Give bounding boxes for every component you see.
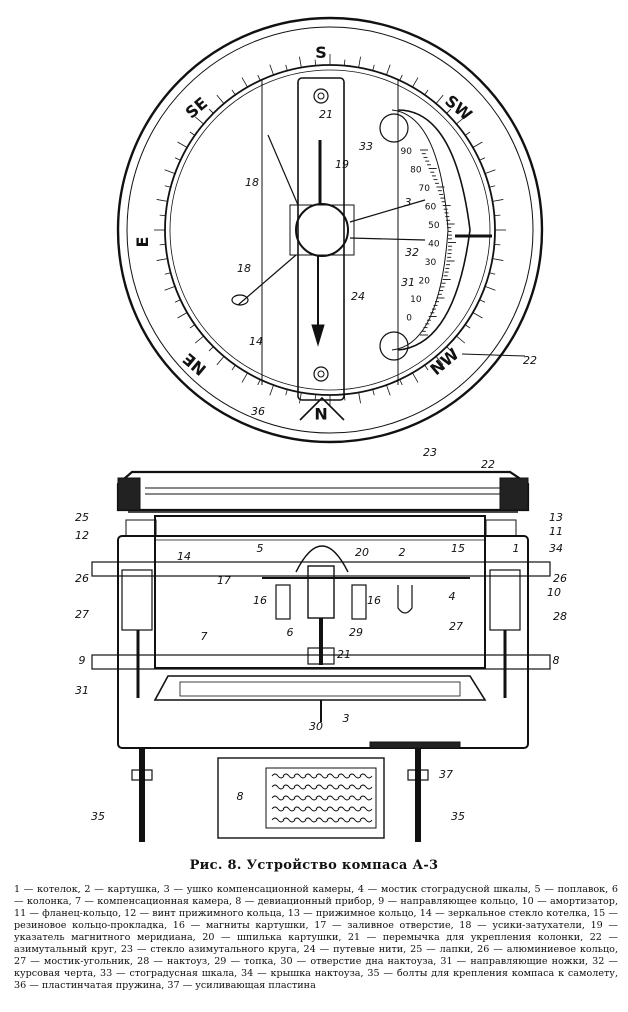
top-callout-label: 18 bbox=[245, 176, 259, 189]
dir-ne: NE bbox=[179, 349, 210, 379]
top-view-callouts: 21 33 19 18 3 18 32 31 24 14 22 36 bbox=[237, 108, 537, 418]
side-callout-label: 8 bbox=[553, 654, 560, 667]
side-callout-label: 26 bbox=[553, 572, 567, 585]
top-callout-label: 21 bbox=[319, 108, 333, 121]
scale-tick-label: 10 bbox=[410, 295, 422, 305]
top-callout-label: 24 bbox=[351, 290, 365, 303]
figure-caption-title: Рис. 8. Устройство компаса А-3 bbox=[189, 858, 439, 873]
scale-tick-label: 20 bbox=[419, 277, 431, 287]
side-callout-label: 2 bbox=[399, 546, 406, 559]
top-view bbox=[116, 16, 544, 444]
side-callout-label: 15 bbox=[451, 542, 465, 555]
dir-nw: NW bbox=[426, 344, 462, 379]
top-callout-label: 33 bbox=[359, 140, 373, 153]
side-callout-label: 20 bbox=[355, 546, 369, 559]
scale-tick-label: 80 bbox=[410, 166, 422, 176]
side-callout-label: 26 bbox=[75, 572, 89, 585]
scale-tick-label: 50 bbox=[428, 221, 440, 231]
dir-sw: SW bbox=[441, 91, 476, 125]
side-callout-label: 27 bbox=[75, 608, 89, 621]
scale-tick-label: 30 bbox=[425, 258, 437, 268]
side-callout-label: 5 bbox=[257, 542, 264, 555]
side-callout-label: 11 bbox=[549, 525, 563, 538]
side-callout-label: 12 bbox=[75, 529, 89, 542]
top-callout-label: 22 bbox=[523, 354, 537, 367]
side-callout-label: 22 bbox=[481, 458, 495, 471]
side-callout-label: 34 bbox=[549, 542, 563, 555]
top-callout-label: 14 bbox=[249, 335, 263, 348]
side-callout-label: 27 bbox=[449, 620, 463, 633]
side-callout-label: 29 bbox=[349, 626, 363, 639]
top-callout-label: 36 bbox=[251, 405, 265, 418]
scale-tick-labels: 90 80 70 60 50 40 30 20 10 0 bbox=[401, 147, 440, 324]
figure-legend: 1 — котелок, 2 — картушка, 3 — ушко комп… bbox=[14, 884, 618, 991]
side-callout-label: 35 bbox=[451, 810, 465, 823]
side-callout-label: 3 bbox=[343, 712, 350, 725]
side-callout-label: 25 bbox=[75, 511, 89, 524]
side-callout-label: 1 bbox=[513, 542, 520, 555]
side-callout-label: 8 bbox=[237, 790, 244, 803]
top-callout-label: 19 bbox=[335, 158, 349, 171]
top-callout-label: 18 bbox=[237, 262, 251, 275]
side-callout-label: 37 bbox=[439, 768, 453, 781]
dir-se: SE bbox=[182, 93, 211, 122]
side-callout-label: 14 bbox=[177, 550, 191, 563]
dir-n: N bbox=[314, 404, 327, 423]
side-view bbox=[91, 470, 551, 842]
side-callout-label: 30 bbox=[309, 720, 323, 733]
top-callout-label: 32 bbox=[405, 246, 419, 259]
side-callout-label: 28 bbox=[553, 610, 567, 623]
scale-tick-label: 40 bbox=[428, 240, 440, 250]
side-callout-label: 16 bbox=[253, 594, 267, 607]
side-callout-label: 13 bbox=[549, 511, 563, 524]
side-callout-label: 10 bbox=[547, 586, 561, 599]
side-callout-label: 21 bbox=[337, 648, 351, 661]
dir-e: E bbox=[133, 237, 152, 248]
side-callout-label: 31 bbox=[75, 684, 89, 697]
scale-tick-label: 60 bbox=[425, 203, 437, 213]
top-callout-label: 31 bbox=[401, 276, 415, 289]
scale-tick-label: 0 bbox=[406, 314, 412, 324]
side-callout-label: 4 bbox=[449, 590, 456, 603]
side-callout-label: 9 bbox=[79, 654, 86, 667]
side-callout-label: 6 bbox=[287, 626, 294, 639]
dir-s: S bbox=[315, 43, 327, 62]
side-callout-label: 35 bbox=[91, 810, 105, 823]
scale-tick-label: 70 bbox=[419, 184, 431, 194]
side-callout-label: 7 bbox=[201, 630, 208, 643]
side-callout-label: 23 bbox=[423, 446, 437, 459]
scale-tick-label: 90 bbox=[401, 147, 413, 157]
side-callout-label: 16 bbox=[367, 594, 381, 607]
top-callout-label: 3 bbox=[405, 196, 412, 209]
side-callout-label: 17 bbox=[217, 574, 231, 587]
